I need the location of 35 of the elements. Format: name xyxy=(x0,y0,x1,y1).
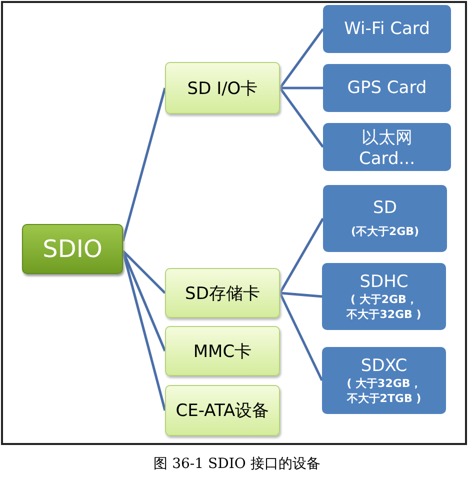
device-box xyxy=(323,185,447,252)
category-box xyxy=(165,268,280,318)
box-note: ( 大于2GB，不大于32GB ) xyxy=(346,292,422,322)
root-box xyxy=(22,224,123,274)
box-note: ( 大于32GB，不大于2TGB ) xyxy=(346,376,422,406)
box-label: 以太网 Card... xyxy=(358,126,416,168)
connector-line xyxy=(279,28,324,89)
figure-caption: 图 36-1 SDIO 接口的设备 xyxy=(152,455,322,473)
box-label: GPS Card xyxy=(347,78,427,98)
category-box xyxy=(165,62,280,114)
box-label: SDHC xyxy=(360,272,408,292)
connector-line xyxy=(279,87,324,148)
box-label: SD I/O卡 xyxy=(187,78,258,100)
box-label: Wi-Fi Card xyxy=(344,19,430,39)
box-note: (不大于2GB) xyxy=(350,224,420,239)
connector-line xyxy=(278,292,324,382)
connector-line xyxy=(280,292,322,298)
connector-line xyxy=(122,250,166,352)
device-box xyxy=(322,263,446,330)
box-label: SDXC xyxy=(360,356,408,376)
box-label: SD xyxy=(373,198,397,218)
device-box xyxy=(322,347,446,414)
box-label: SDIO xyxy=(42,235,102,263)
connector-line xyxy=(280,86,323,90)
connector-line xyxy=(122,250,166,294)
device-box xyxy=(323,123,451,171)
connector-line xyxy=(122,88,166,242)
box-label: CE-ATA设备 xyxy=(176,400,270,422)
device-box xyxy=(323,64,451,112)
category-box xyxy=(165,326,280,376)
category-box xyxy=(165,385,280,436)
connector-line xyxy=(278,218,324,294)
box-label: SD存储卡 xyxy=(185,282,260,304)
device-box xyxy=(323,5,451,53)
box-label: MMC卡 xyxy=(193,340,252,362)
